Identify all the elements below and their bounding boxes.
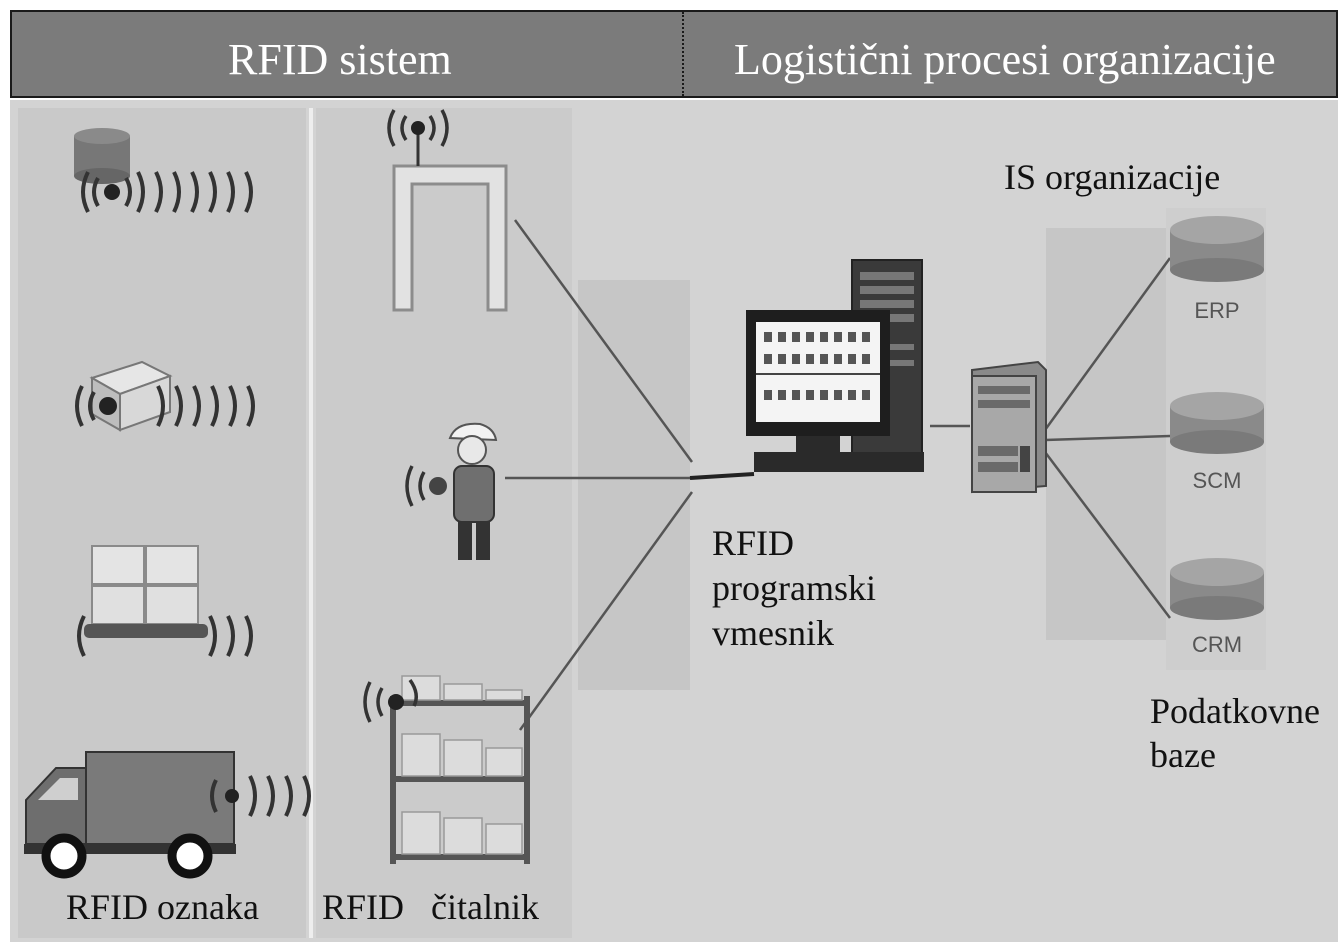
connector-band <box>578 280 690 690</box>
label-middleware-line-2: programski <box>712 568 876 608</box>
label-databases-line-1: Podatkovne <box>1150 691 1320 731</box>
section-title-logistics: Logistični procesi organizacije <box>734 35 1276 84</box>
label-rfid-reader: RFID čitalnik <box>322 887 539 927</box>
handheld-reader-icon <box>405 422 498 560</box>
database-icon <box>1170 216 1264 620</box>
connection-lines <box>505 219 1172 731</box>
box-tag-icon <box>75 360 255 432</box>
label-databases-line-2: baze <box>1150 735 1216 775</box>
header-divider <box>682 12 684 96</box>
db-label-crm: CRM <box>1192 632 1242 657</box>
label-middleware-line-3: vmesnik <box>712 613 834 653</box>
readers-column-panel <box>316 108 572 938</box>
gate-reader-icon <box>387 109 508 312</box>
db-label-erp: ERP <box>1194 298 1239 323</box>
db-label-scm: SCM <box>1193 468 1242 493</box>
label-middleware-line-1: RFID <box>712 523 795 563</box>
server-band <box>1046 228 1166 640</box>
computer-icon <box>689 259 924 480</box>
diagram-canvas: ERP SCM CRM RFID oznaka RFID čitalnik RF… <box>10 100 1338 942</box>
server-icon <box>971 360 1047 494</box>
header-bar: RFID sistem Logistični procesi organizac… <box>10 10 1338 98</box>
section-title-rfid-system: RFID sistem <box>228 35 452 84</box>
shelf-reader-icon <box>363 675 530 864</box>
label-is-organization: IS organizacije <box>1004 157 1221 197</box>
truck-tag-icon <box>24 751 311 879</box>
database-tag-icon <box>74 128 253 213</box>
label-rfid-tag: RFID oznaka <box>66 887 259 927</box>
pallet-tag-icon <box>77 545 253 657</box>
